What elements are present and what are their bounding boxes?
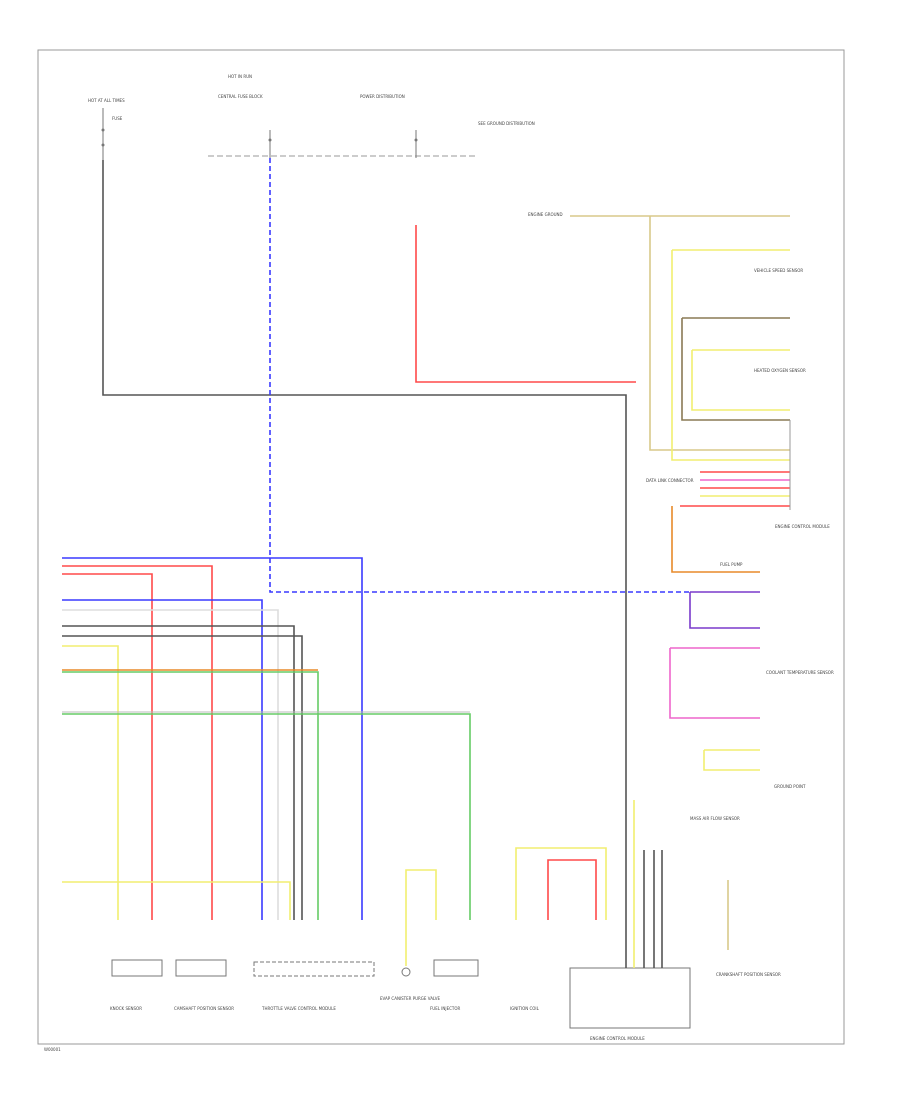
wire-blue-dashed: [269, 158, 690, 593]
svg-text:DATA LINK CONNECTOR: DATA LINK CONNECTOR: [646, 478, 694, 483]
footer-code: W00001: [44, 1047, 61, 1052]
wire-yellow-small: [703, 750, 760, 771]
svg-text:VEHICLE SPEED SENSOR: VEHICLE SPEED SENSOR: [754, 268, 803, 273]
diagram-frame: [37, 49, 845, 1045]
component-ecm-bottom: ENGINE CONTROL MODULE: [569, 800, 691, 1041]
svg-text:MASS AIR FLOW SENSOR: MASS AIR FLOW SENSOR: [690, 816, 740, 821]
component-canister-purge: EVAP CANISTER PURGE VALVE: [380, 869, 440, 1001]
svg-text:THROTTLE VALVE CONTROL MODULE: THROTTLE VALVE CONTROL MODULE: [261, 1006, 336, 1011]
svg-text:ENGINE CONTROL MODULE: ENGINE CONTROL MODULE: [775, 524, 830, 529]
component-knock-sensor: KNOCK SENSOR: [110, 959, 163, 1011]
wire-group-right-top: ENGINE GROUND VEHICLE SPEED SENSOR HEATE…: [528, 212, 806, 461]
svg-text:HEATED OXYGEN SENSOR: HEATED OXYGEN SENSOR: [754, 368, 806, 373]
svg-text:CAMSHAFT POSITION SENSOR: CAMSHAFT POSITION SENSOR: [174, 1006, 234, 1011]
svg-text:ENGINE GROUND: ENGINE GROUND: [528, 212, 563, 217]
component-throttle-module: THROTTLE VALVE CONTROL MODULE: [253, 961, 375, 1011]
svg-text:HOT IN RUN: HOT IN RUN: [228, 74, 252, 79]
svg-text:CRANKSHAFT POSITION SENSOR: CRANKSHAFT POSITION SENSOR: [716, 972, 781, 977]
svg-text:FUEL INJECTOR: FUEL INJECTOR: [430, 1006, 461, 1011]
svg-text:CENTRAL FUSE BLOCK: CENTRAL FUSE BLOCK: [218, 94, 263, 99]
fuse-block-mid: HOT IN RUN CENTRAL FUSE BLOCK POWER DIST…: [208, 74, 535, 158]
wire-black-trunk: [102, 160, 627, 860]
component-fuel-injector: FUEL INJECTOR: [430, 959, 479, 1011]
component-mass-air-flow: MASS AIR FLOW SENSOR: [690, 816, 740, 821]
svg-text:KNOCK SENSOR: KNOCK SENSOR: [110, 1006, 142, 1011]
svg-text:FUEL PUMP: FUEL PUMP: [720, 562, 743, 567]
wire-purple: [689, 592, 760, 629]
wire-pink: [669, 648, 760, 719]
svg-text:COOLANT TEMPERATURE SENSOR: COOLANT TEMPERATURE SENSOR: [766, 670, 834, 675]
wire-orange: [671, 506, 760, 573]
svg-text:EVAP CANISTER PURGE VALVE: EVAP CANISTER PURGE VALVE: [380, 996, 440, 1001]
svg-text:ENGINE CONTROL MODULE: ENGINE CONTROL MODULE: [590, 1036, 645, 1041]
component-camshaft-sensor: CAMSHAFT POSITION SENSOR: [174, 959, 234, 1011]
component-crankshaft-sensor: CRANKSHAFT POSITION SENSOR: [716, 880, 781, 977]
connector-stack-right: DATA LINK CONNECTOR ENGINE CONTROL MODUL…: [646, 420, 830, 529]
svg-text:GROUND POINT: GROUND POINT: [774, 784, 806, 789]
svg-text:IGNITION COIL: IGNITION COIL: [510, 1006, 540, 1011]
svg-text:SEE GROUND DISTRIBUTION: SEE GROUND DISTRIBUTION: [478, 121, 535, 126]
svg-text:POWER DISTRIBUTION: POWER DISTRIBUTION: [360, 94, 405, 99]
svg-text:HOT AT ALL TIMES: HOT AT ALL TIMES: [88, 98, 125, 103]
harness-left: [62, 557, 471, 920]
power-source-left: HOT AT ALL TIMES FUSE: [88, 98, 125, 160]
component-ignition-coil: IGNITION COIL: [510, 847, 607, 1011]
svg-text:FUSE: FUSE: [112, 116, 123, 121]
wire-red-upper: [415, 225, 636, 383]
